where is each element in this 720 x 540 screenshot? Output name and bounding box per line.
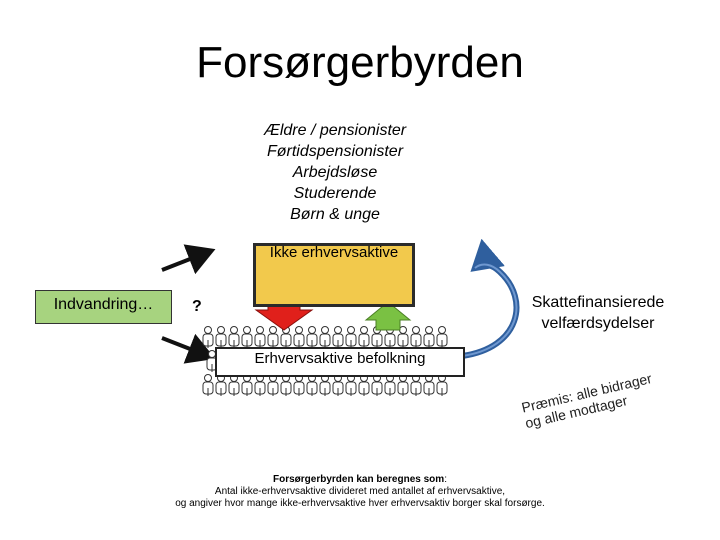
immigration-arrow-lower: [161, 333, 216, 364]
active-label: Erhvervsaktive befolkning: [254, 350, 426, 367]
immigration-label: Indvandring…: [53, 296, 154, 313]
inactive-label: Ikke erhvervsaktive: [269, 244, 399, 261]
person-icon: [267, 374, 279, 396]
person-icon: [215, 326, 227, 348]
welfare-label-line2: velfærdsydelser: [541, 315, 655, 332]
person-icon: [371, 374, 383, 396]
person-icon: [241, 374, 253, 396]
group-students: Studerende: [293, 185, 377, 202]
welfare-label: Skattefinansierede velfærdsydelser: [508, 292, 688, 334]
person-icon: [228, 326, 240, 348]
person-icon: [384, 374, 396, 396]
person-icon: [241, 326, 253, 348]
person-icon: [358, 374, 370, 396]
group-children: Børn & unge: [290, 206, 380, 223]
person-icon: [345, 326, 357, 348]
person-icon: [254, 326, 266, 348]
up-arrow-icon: [364, 301, 412, 331]
person-icon: [410, 326, 422, 348]
immigration-box: [35, 290, 172, 324]
person-icon: [202, 374, 214, 396]
active-population-box: [215, 347, 465, 377]
immigration-arrow-upper: [161, 244, 216, 275]
diagram-title: Forsørgerbyrden: [196, 38, 524, 87]
person-icon: [319, 374, 331, 396]
person-icon: [319, 326, 331, 348]
down-arrow-icon: [254, 302, 314, 331]
person-icon: [306, 374, 318, 396]
group-unemployed: Arbejdsløse: [292, 164, 378, 181]
footer-line1: Forsørgerbyrden kan beregnes som:: [273, 474, 447, 485]
question-mark: ?: [192, 298, 202, 315]
person-icon: [397, 374, 409, 396]
welfare-label-line1: Skattefinansierede: [531, 294, 665, 311]
person-icon: [254, 374, 266, 396]
person-icon: [280, 374, 292, 396]
person-icon: [410, 374, 422, 396]
person-icon: [423, 326, 435, 348]
inactive-population-box: [253, 243, 415, 307]
person-icon: [267, 326, 279, 348]
group-early-retired: Førtidspensionister: [266, 143, 404, 160]
footer-line2: Antal ikke-erhvervsaktive divideret med …: [214, 486, 506, 497]
person-icon: [436, 326, 448, 348]
person-icon: [358, 326, 370, 348]
person-icon: [436, 374, 448, 396]
person-icon: [293, 374, 305, 396]
person-icon: [345, 374, 357, 396]
person-icon: [215, 374, 227, 396]
person-icon: [228, 374, 240, 396]
dependent-groups-list: Ældre / pensionister Førtidspensionister…: [200, 120, 470, 225]
group-elderly: Ældre / pensionister: [263, 122, 407, 139]
person-icon: [306, 326, 318, 348]
footer-explanation: Forsørgerbyrden kan beregnes som: Antal …: [0, 474, 720, 510]
person-icon: [332, 374, 344, 396]
footer-line3: og angiver hvor mange ikke-erhvervsaktiv…: [175, 498, 545, 509]
person-icon: [202, 326, 214, 348]
person-icon: [423, 374, 435, 396]
person-icon: [293, 326, 305, 348]
person-icon: [280, 326, 292, 348]
person-icon: [332, 326, 344, 348]
